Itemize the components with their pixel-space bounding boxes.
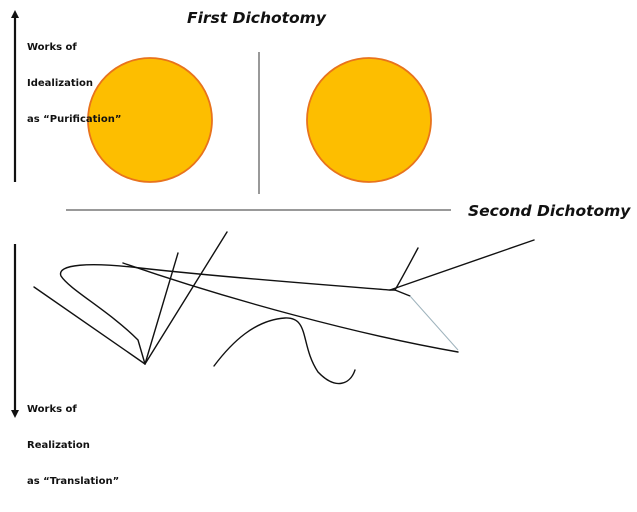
realization-label: Works of Realization as “Translation”: [27, 380, 119, 512]
faint-connector-line: [410, 296, 458, 350]
realization-label-line1: Works of: [27, 404, 119, 416]
right-circle: [307, 58, 431, 182]
idealization-label-line2: Idealization: [27, 78, 121, 90]
idealization-label-line1: Works of: [27, 42, 121, 54]
idealization-label: Works of Idealization as “Purification”: [27, 18, 121, 150]
realization-label-line2: Realization: [27, 440, 119, 452]
first-dichotomy-title: First Dichotomy: [187, 9, 326, 27]
realization-label-line3: as “Translation”: [27, 476, 119, 488]
diagram-canvas: Works of Idealization as “Purification” …: [0, 0, 637, 421]
idealization-label-line3: as “Purification”: [27, 114, 121, 126]
second-dichotomy-title: Second Dichotomy: [468, 202, 630, 220]
translation-scribble: [34, 232, 534, 384]
